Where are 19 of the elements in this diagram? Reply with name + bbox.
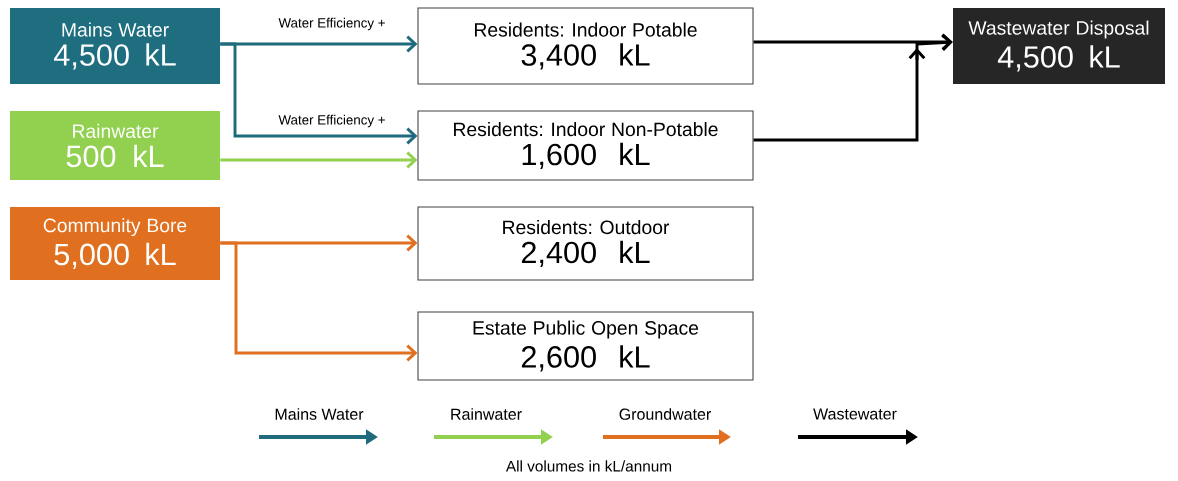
edge-label: Water Efficiency +	[278, 17, 385, 31]
note: All volumes in kL/annum	[505, 460, 672, 472]
legend-label: Mains Water	[275, 408, 364, 420]
legend-label: Groundwater	[619, 408, 711, 420]
consumer-box: Estate Public Open Space 2,600 kL	[417, 311, 754, 381]
source-box: Community Bore 5,000 kL	[10, 207, 220, 280]
source-box: Mains Water 4,500 kL	[10, 8, 220, 84]
arrow	[753, 34, 953, 142]
edge-label: Water Efficiency +	[278, 114, 385, 128]
source-box: Rainwater 500 kL	[10, 111, 220, 180]
arrow	[220, 241, 418, 362]
legend-label: Rainwater	[451, 408, 522, 420]
consumer-box: Residents: Indoor Non-Potable 1,600 kL	[417, 110, 754, 181]
legend-label: Wastewater	[813, 408, 897, 420]
consumer-box: Residents: Outdoor 2,400 kL	[417, 206, 754, 281]
consumer-box: Residents: Indoor Potable 3,400 kL	[417, 7, 754, 85]
arrow	[220, 42, 418, 145]
disposal-box: Wastewater Disposal 4,500 kL	[953, 8, 1165, 84]
arrow	[220, 151, 418, 169]
